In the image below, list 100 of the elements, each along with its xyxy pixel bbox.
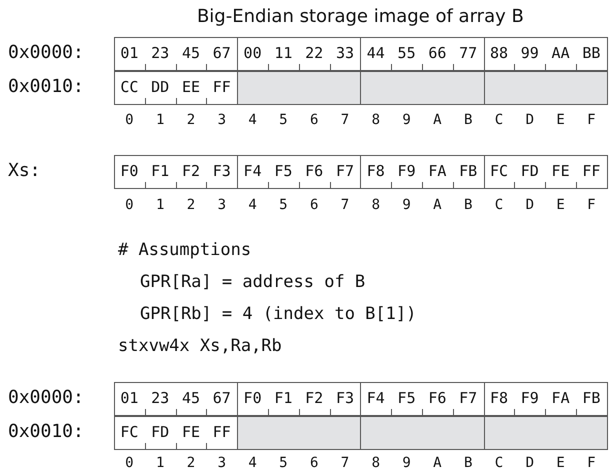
byte-index: 7 <box>340 197 350 213</box>
byte-value: F5 <box>273 162 294 180</box>
byte-value: FD <box>520 162 540 180</box>
byte-value: FC <box>119 423 140 441</box>
byte-index: 8 <box>370 197 381 213</box>
byte-value: AA <box>550 44 571 62</box>
byte-index: 3 <box>216 197 227 213</box>
byte-value: FC <box>488 162 510 180</box>
address-label: 0x0000: <box>8 387 84 408</box>
byte-index: 9 <box>401 197 412 213</box>
byte-value: 67 <box>212 44 232 62</box>
byte-value: 01 <box>119 389 140 407</box>
byte-value: F1 <box>273 389 294 407</box>
byte-value: 67 <box>212 389 232 407</box>
byte-value: F0 <box>242 389 263 407</box>
byte-value: 55 <box>396 44 417 62</box>
byte-value: F6 <box>304 162 324 180</box>
address-label: 0x0010: <box>8 421 84 442</box>
byte-value: CC <box>119 78 140 96</box>
byte-index: C <box>494 112 504 128</box>
byte-index: 7 <box>340 455 350 471</box>
byte-value: 66 <box>427 44 448 62</box>
address-label: 0x0000: <box>8 42 84 63</box>
byte-value: F4 <box>242 162 263 180</box>
byte-index: C <box>494 197 504 213</box>
byte-index: 4 <box>247 455 258 471</box>
byte-index: F <box>586 112 597 128</box>
byte-index: B <box>462 112 474 128</box>
byte-value: F2 <box>304 389 324 407</box>
byte-value: F8 <box>366 162 386 180</box>
byte-index: D <box>524 112 535 128</box>
byte-value: 22 <box>304 44 324 62</box>
byte-value: 77 <box>458 44 478 62</box>
code-line: GPR[Ra] = address of B <box>140 272 366 292</box>
byte-index: E <box>555 197 566 213</box>
code-line: stxvw4x Xs,Ra,Rb <box>118 336 282 356</box>
byte-index: 4 <box>247 197 258 213</box>
byte-index: 1 <box>154 197 166 213</box>
byte-index: 8 <box>370 112 381 128</box>
byte-index: 6 <box>308 197 320 213</box>
byte-value: FB <box>581 389 602 407</box>
byte-value: F2 <box>180 162 202 180</box>
byte-index: 2 <box>186 197 196 213</box>
byte-value: 44 <box>366 44 386 62</box>
byte-value: F3 <box>212 162 232 180</box>
byte-index: 5 <box>278 197 289 213</box>
byte-index: 0 <box>124 455 135 471</box>
byte-value: FE <box>180 423 202 441</box>
byte-index: 6 <box>308 112 320 128</box>
byte-value: FE <box>550 162 571 180</box>
byte-value: F7 <box>334 162 356 180</box>
byte-value: F8 <box>488 389 510 407</box>
byte-value: FA <box>427 162 448 180</box>
byte-value: F6 <box>427 389 448 407</box>
byte-value: F0 <box>119 162 140 180</box>
byte-value: 23 <box>150 389 170 407</box>
byte-value: F9 <box>396 162 417 180</box>
byte-index: 9 <box>401 455 412 471</box>
diagram-title: Big-Endian storage image of array B <box>196 6 524 27</box>
byte-index: E <box>555 112 566 128</box>
address-label: 0x0010: <box>8 76 84 97</box>
byte-index: 6 <box>308 455 320 471</box>
address-label: Xs: <box>8 160 41 181</box>
byte-index: B <box>462 197 474 213</box>
byte-value: FA <box>550 389 571 407</box>
byte-index: A <box>432 112 443 128</box>
byte-value: FF <box>212 78 232 96</box>
byte-value: F5 <box>396 389 417 407</box>
byte-index: 9 <box>401 112 412 128</box>
byte-value: F1 <box>150 162 170 180</box>
byte-value: F9 <box>520 389 540 407</box>
byte-value: 33 <box>334 44 356 62</box>
byte-value: FD <box>150 423 170 441</box>
comment-line: # Assumptions <box>118 240 252 260</box>
byte-value: 45 <box>180 389 202 407</box>
byte-index: E <box>555 455 566 471</box>
byte-index: A <box>432 455 443 471</box>
byte-index: 4 <box>247 112 258 128</box>
byte-value: BB <box>581 44 602 62</box>
byte-value: 01 <box>119 44 140 62</box>
byte-index: C <box>494 455 504 471</box>
byte-index: 0 <box>124 197 135 213</box>
code-line: GPR[Rb] = 4 (index to B[1]) <box>140 304 416 324</box>
byte-index: F <box>586 197 597 213</box>
byte-value: 00 <box>242 44 263 62</box>
byte-index: 2 <box>186 112 196 128</box>
byte-index: 1 <box>154 455 166 471</box>
byte-value: F4 <box>366 389 386 407</box>
byte-index: 3 <box>216 112 227 128</box>
byte-value: 23 <box>150 44 170 62</box>
byte-index: 1 <box>154 112 166 128</box>
byte-index: 7 <box>340 112 350 128</box>
byte-index: A <box>432 197 443 213</box>
byte-value: FB <box>458 162 478 180</box>
byte-value: 88 <box>488 44 510 62</box>
byte-value: F3 <box>334 389 356 407</box>
byte-index: 8 <box>370 455 381 471</box>
byte-index: 3 <box>216 455 227 471</box>
byte-index: 5 <box>278 112 289 128</box>
byte-value: 99 <box>520 44 540 62</box>
